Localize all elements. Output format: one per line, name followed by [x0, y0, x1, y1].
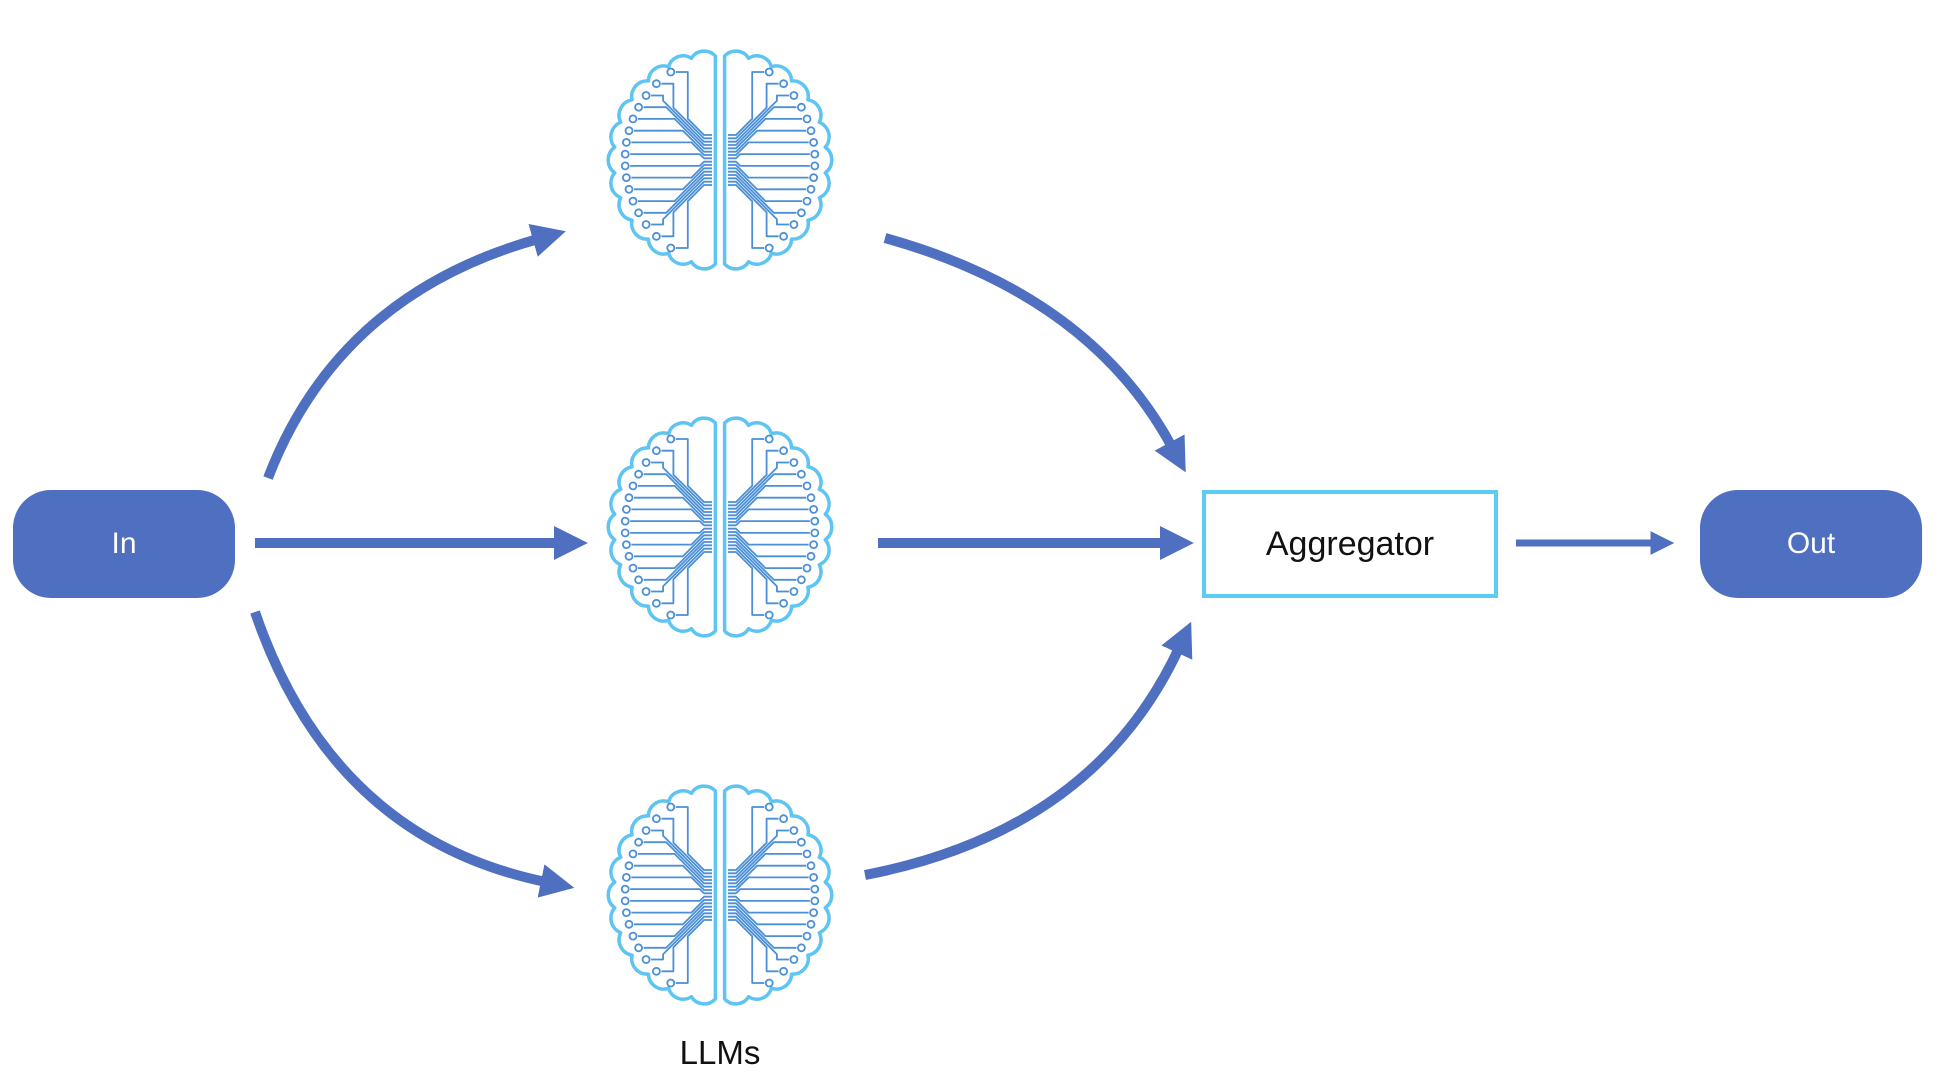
edge-llm1-to-aggregator — [883, 233, 1186, 473]
out-node-label: Out — [1786, 527, 1836, 560]
circuit-brain-icon — [600, 42, 840, 278]
edge-in-to-llm1 — [263, 224, 566, 480]
edge-in-to-llm3 — [250, 610, 575, 898]
in-node-label: In — [111, 527, 137, 560]
aggregator-node-label: Aggregator — [1265, 524, 1435, 563]
out-node: Out — [1700, 490, 1922, 598]
circuit-brain-icon — [600, 777, 840, 1013]
edge-llm3-to-aggregator — [864, 621, 1193, 880]
aggregator-node: Aggregator — [1202, 490, 1498, 598]
circuit-brain-icon — [600, 409, 840, 645]
in-node: In — [13, 490, 235, 598]
llms-caption: LLMs — [679, 1034, 761, 1071]
